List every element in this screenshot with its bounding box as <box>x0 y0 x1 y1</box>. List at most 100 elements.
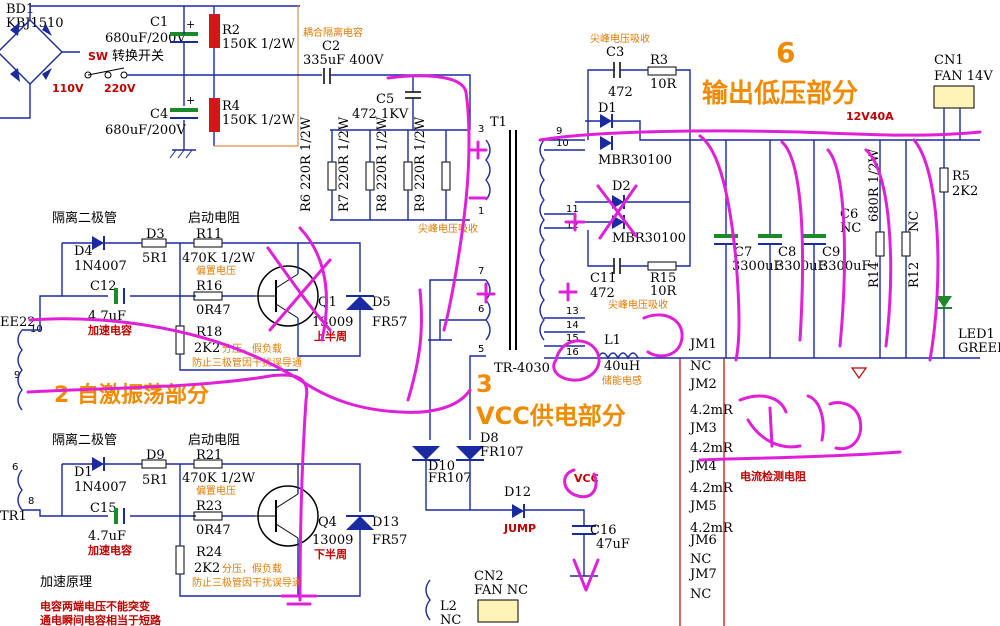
r15-value: 10R <box>650 284 678 299</box>
c11-label: C11 <box>590 271 617 286</box>
c1-label: C1 <box>150 15 168 30</box>
c9-label: C9 <box>822 245 840 260</box>
mbr2-label: MBR30100 <box>612 231 686 246</box>
section-3-number: 3 <box>476 370 493 398</box>
d10-label: D10 <box>428 459 455 474</box>
bd1-label: BD1 <box>6 2 34 17</box>
r14-label: R14 <box>867 262 882 288</box>
d12-label: D12 <box>504 485 531 500</box>
jm2-label: JM2 <box>688 377 717 392</box>
osc-pin8: 8 <box>28 496 34 507</box>
c8-label: C8 <box>778 245 796 260</box>
r2-resistor <box>209 14 220 48</box>
t1-pin10: 10 <box>556 138 569 149</box>
accel-label: 加速原理 <box>40 575 92 590</box>
jm1-label: JM1 <box>688 337 717 352</box>
l2-value: NC <box>440 613 461 626</box>
r9-label: R9 220R 1/2W <box>413 116 428 212</box>
iso-diode-label-2: 隔离二极管 <box>52 432 117 448</box>
r24-label: R24 <box>196 545 222 560</box>
d2-label: D2 <box>612 179 631 194</box>
choke-label: 储能电感 <box>602 374 642 387</box>
oscillator-lower: 隔离二极管 启动电阻 D1 1N4007 D9 5R1 R21 470K 1/2… <box>0 432 407 626</box>
spike-absorb-label-1: 尖峰电压吸收 <box>418 222 478 235</box>
c3-label: C3 <box>606 45 624 60</box>
divider-label: 分压，假负载 <box>222 342 282 355</box>
r18-value: 2K2 <box>194 341 220 356</box>
spike-absorb-label-2: 尖峰电压吸收 <box>590 32 650 45</box>
r24-value: 2K2 <box>194 561 220 576</box>
t1-pin15: 15 <box>566 333 579 344</box>
t1-pin13: 13 <box>566 306 579 317</box>
r2-label: R2 <box>222 23 240 38</box>
r11-value: 470K 1/2W <box>182 251 256 266</box>
jm1-value: NC <box>690 359 711 374</box>
coupling-cap-label: 耦合隔离电容 <box>303 26 363 39</box>
c4-label: C4 <box>150 107 168 122</box>
startup-res-label: 启动电阻 <box>188 211 240 226</box>
c16-value: 47uF <box>596 537 630 552</box>
l1-label: L1 <box>604 333 621 348</box>
d3-label: D3 <box>146 227 165 242</box>
speed-cap-label: 加速电容 <box>87 323 132 337</box>
current-sense-label: 电流检测电阻 <box>740 469 806 483</box>
l2-label: L2 <box>440 599 457 614</box>
section-6-title: 输出低压部分 <box>702 78 858 109</box>
r23-value: 0R47 <box>196 523 231 538</box>
q4-label: Q4 <box>318 515 337 530</box>
mbr1-label: MBR30100 <box>598 153 672 168</box>
t1-pin12: 12 <box>566 220 579 231</box>
output-section: 6 输出低压部分 12V40A CN1 FAN 14V R5 2K2 LED1 … <box>702 36 1000 380</box>
jm7-value: NC <box>690 587 711 602</box>
t1-pin9: 9 <box>556 126 562 137</box>
jm3-label: JM3 <box>688 421 717 436</box>
t1-pin1: 1 <box>478 206 484 217</box>
jm6-value: NC <box>690 552 711 567</box>
c7-value: 3300uF <box>732 259 782 274</box>
jm4-label: JM4 <box>688 459 717 474</box>
divider-label-2: 分压，假负载 <box>222 562 282 575</box>
c16-label: C16 <box>590 523 617 538</box>
t1-pin3: 3 <box>478 124 484 135</box>
hand-annotations <box>26 74 982 606</box>
d9-label: D9 <box>146 448 165 463</box>
section-6-number: 6 <box>776 36 795 69</box>
startup-res-label-2: 启动电阻 <box>188 433 240 448</box>
r21-value: 470K 1/2W <box>182 471 256 486</box>
r8-label: R8 220R 1/2W <box>375 116 390 212</box>
note-1: 电容两端电压不能突变 <box>40 599 150 613</box>
r4-label: R4 <box>222 99 240 114</box>
t1-pin11: 11 <box>566 204 579 215</box>
r5-label: R5 <box>952 169 970 184</box>
t1-pin7: 7 <box>478 266 484 277</box>
r23-label: R23 <box>196 499 222 514</box>
c4-capacitor: + <box>170 94 198 119</box>
d4-label: D4 <box>74 244 93 259</box>
d8-value: FR107 <box>480 445 524 460</box>
c2-value: 335uF 400V <box>303 53 384 68</box>
c3-value: 472 <box>608 85 633 100</box>
r6-label: R6 220R 1/2W <box>299 116 314 212</box>
current-sense-jumpers: JM1 NC JM2 4.2mR JM3 4.2mR JM4 4.2mR JM5… <box>679 337 806 626</box>
cn2-connector <box>477 599 519 623</box>
sw-label: SW <box>88 50 108 63</box>
d1-label: D1 <box>598 101 617 116</box>
r4-value: 150K 1/2W <box>222 113 296 128</box>
jm3-value: 4.2mR <box>690 441 734 456</box>
jm5-value: 4.2mR <box>690 521 734 536</box>
spike-absorb-label-3: 尖峰电压吸收 <box>608 298 668 311</box>
prevent-label: 防止三极管因干扰误导通 <box>192 356 302 369</box>
sw-desc: 转换开关 <box>112 49 164 64</box>
svg-text:+: + <box>186 94 195 107</box>
d13-value: FR57 <box>372 533 407 548</box>
t1-pin14: 14 <box>566 320 579 331</box>
jm4-value: 4.2mR <box>690 481 734 496</box>
kbj-label: KBJ1510 <box>6 16 64 31</box>
bias-label: 偏置电压 <box>196 264 236 277</box>
c7-label: C7 <box>734 245 752 260</box>
d9-value: 5R1 <box>142 473 168 488</box>
note-2: 通电瞬间电容相当于短路 <box>40 613 162 626</box>
d13-label: D13 <box>372 515 399 530</box>
tr4030-label: TR-4030 <box>494 361 550 376</box>
